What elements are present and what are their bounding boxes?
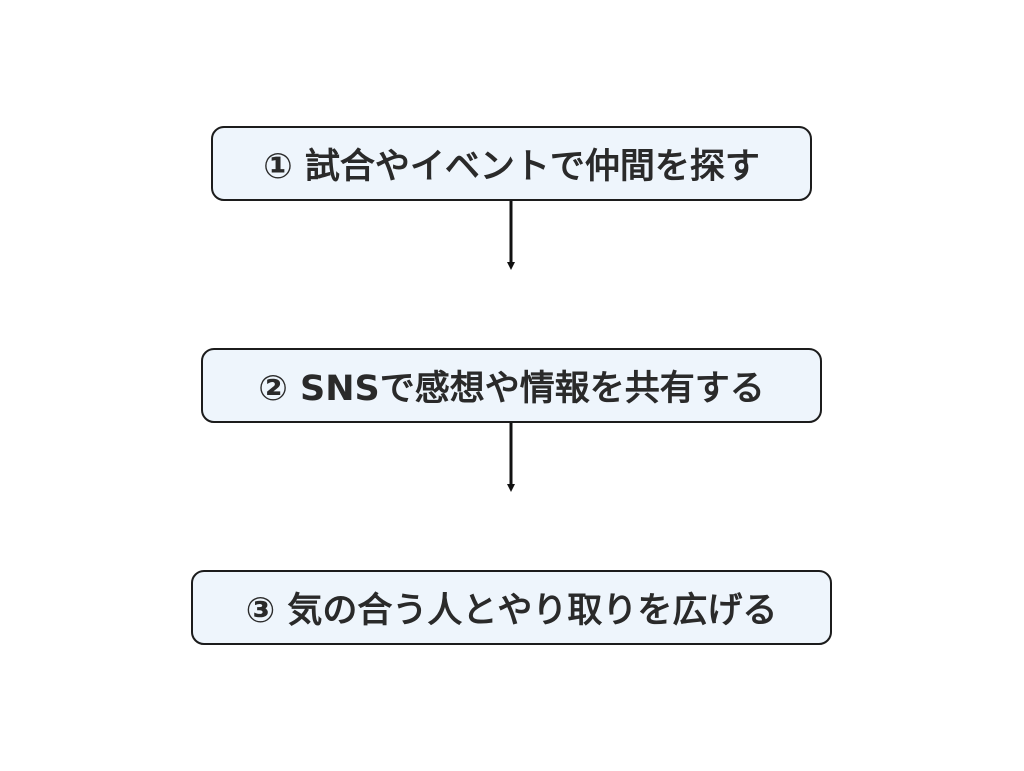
step-1-label: ① 試合やイベントで仲間を探す [263, 147, 760, 187]
step-3-label: ③ 気の合う人とやり取りを広げる [245, 591, 778, 631]
step-2-label: ② SNSで感想や情報を共有する [258, 369, 765, 409]
step-2-box: ② SNSで感想や情報を共有する [201, 348, 822, 423]
step-3-box: ③ 気の合う人とやり取りを広げる [191, 570, 832, 645]
step-1-box: ① 試合やイベントで仲間を探す [211, 126, 812, 201]
